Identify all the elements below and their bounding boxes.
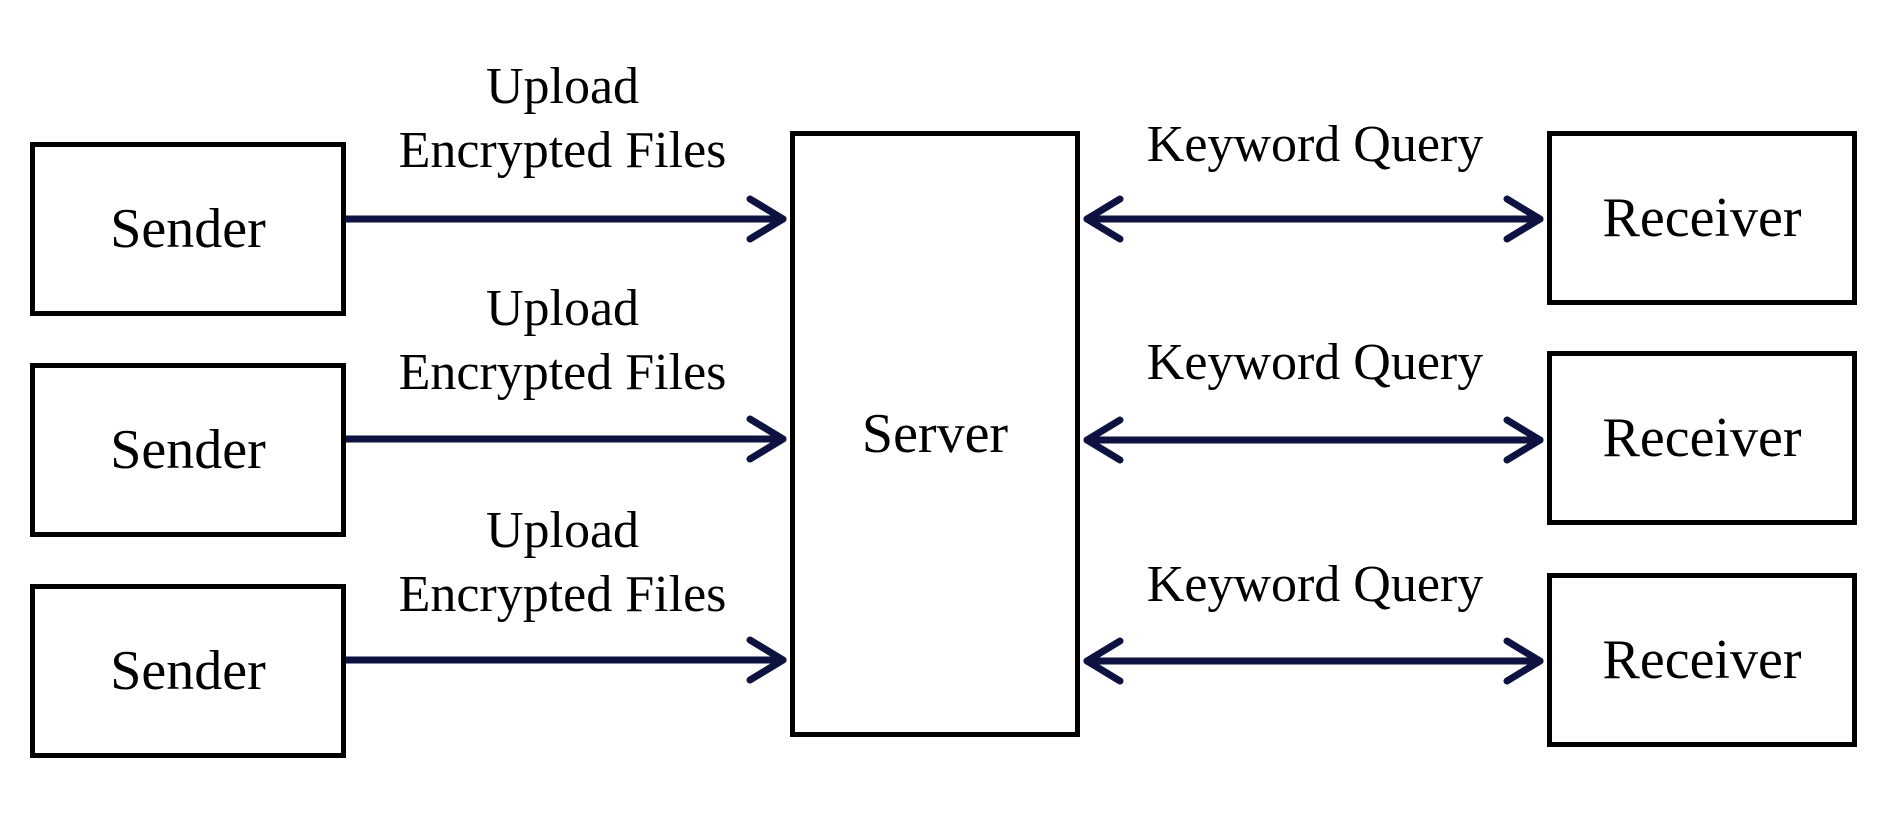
sender-box-1: Sender: [30, 142, 346, 316]
query-arrow-3: [1083, 637, 1544, 685]
server-label: Server: [861, 403, 1009, 465]
upload-edge-label-1: Upload Encrypted Files: [355, 55, 770, 183]
query-arrow-1: [1083, 195, 1544, 243]
upload-label-line2: Encrypted Files: [398, 566, 727, 623]
sender-label: Sender: [110, 198, 266, 260]
receiver-box-1: Receiver: [1547, 131, 1857, 305]
upload-edge-label-2: Upload Encrypted Files: [355, 277, 770, 405]
query-arrow-2: [1083, 416, 1544, 464]
sender-label: Sender: [110, 640, 266, 702]
upload-arrow-2: [342, 415, 787, 463]
upload-arrow-1: [342, 195, 787, 243]
receiver-label: Receiver: [1602, 629, 1802, 691]
upload-label-line2: Encrypted Files: [398, 344, 727, 401]
sender-box-2: Sender: [30, 363, 346, 537]
query-edge-label-2: Keyword Query: [1146, 334, 1484, 391]
query-edge-label-1: Keyword Query: [1146, 116, 1484, 173]
upload-label-line1: Upload: [485, 58, 640, 115]
upload-label-line2: Encrypted Files: [398, 122, 727, 179]
receiver-box-3: Receiver: [1547, 573, 1857, 747]
receiver-label: Receiver: [1602, 187, 1802, 249]
receiver-label: Receiver: [1602, 407, 1802, 469]
sender-box-3: Sender: [30, 584, 346, 758]
upload-edge-label-3: Upload Encrypted Files: [355, 499, 770, 627]
upload-label-line1: Upload: [485, 280, 640, 337]
query-edge-label-3: Keyword Query: [1146, 556, 1484, 613]
server-box: Server: [790, 131, 1080, 737]
receiver-box-2: Receiver: [1547, 351, 1857, 525]
upload-arrow-3: [342, 636, 787, 684]
upload-label-line1: Upload: [485, 502, 640, 559]
sender-label: Sender: [110, 419, 266, 481]
